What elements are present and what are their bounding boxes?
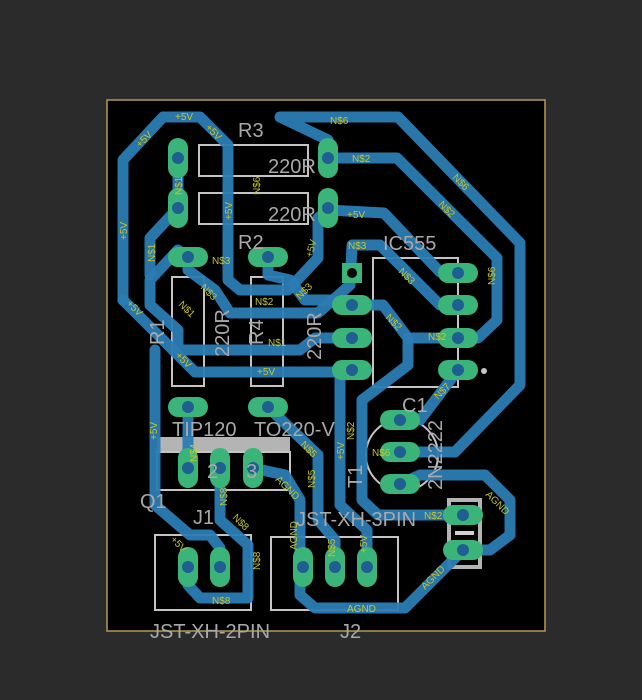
solder-pad[interactable] (168, 138, 188, 178)
solder-pad[interactable] (438, 328, 478, 348)
r4-value: 220R (304, 312, 326, 360)
net-label: N$2 (255, 297, 274, 308)
r2-value: 220R (268, 204, 316, 226)
net-label: +5V (336, 442, 347, 460)
solder-pad[interactable] (438, 360, 478, 380)
r2-outline (198, 192, 309, 225)
c1-outline (447, 498, 482, 569)
net-label: N$1 (174, 176, 185, 195)
net-label: N$4 (189, 443, 200, 462)
net-label: N$6 (372, 448, 391, 459)
net-label: +5V (347, 210, 365, 221)
j1-value: JST-XH-2PIN (150, 621, 270, 643)
net-label: N$2 (428, 332, 447, 343)
net-label: N$8 (219, 487, 230, 506)
net-label: N$1 (147, 243, 158, 262)
transistor-value: 2N2222 (425, 420, 447, 490)
q1-name: Q1 (140, 491, 167, 513)
q1-pin2-label: 2 (207, 461, 218, 483)
net-label: N$2 (424, 511, 443, 522)
solder-pad[interactable] (438, 263, 478, 283)
solder-pad[interactable] (293, 547, 313, 587)
q1-pin3-label: 3 (246, 461, 257, 483)
solder-pad[interactable] (248, 397, 288, 417)
copper-trace[interactable] (356, 332, 469, 521)
solder-pad[interactable] (243, 448, 263, 488)
net-label: N$1 (268, 338, 287, 349)
net-label: +5V (304, 238, 319, 259)
copper-trace[interactable] (117, 111, 464, 306)
copper-trace[interactable] (394, 469, 516, 556)
net-label: N$8 (252, 551, 263, 570)
solder-pad[interactable] (210, 547, 230, 587)
solder-pad[interactable] (332, 328, 372, 348)
c1-name: C1 (402, 395, 428, 417)
ic-pin1-dot (481, 368, 487, 374)
solder-pad[interactable] (332, 360, 372, 380)
net-label: +5V (119, 222, 130, 240)
net-label: +5V (149, 422, 160, 440)
j1-name: J1 (193, 507, 214, 529)
r3-value: 220R (268, 156, 316, 178)
r2-name: R2 (238, 232, 264, 254)
solder-pad[interactable] (332, 295, 372, 315)
solder-pad[interactable] (318, 138, 338, 178)
q1-package: TO220-V (254, 419, 335, 441)
solder-pad[interactable] (357, 547, 377, 587)
net-label: N$5 (327, 538, 338, 557)
net-label: N$5 (307, 469, 318, 488)
net-label: N$8 (212, 596, 231, 607)
net-label: +5V (359, 535, 370, 553)
q1-value: TIP120 (172, 419, 236, 441)
solder-pad[interactable] (178, 448, 198, 488)
solder-pad[interactable] (380, 474, 420, 494)
net-label: N$3 (212, 256, 231, 267)
net-label: N$3 (348, 241, 367, 252)
r1-value: 220R (212, 309, 234, 357)
j2-value: JST-XH-3PIN (296, 509, 416, 531)
net-label: +5V (175, 112, 193, 123)
pad-layer (168, 138, 483, 587)
solder-pad[interactable] (443, 540, 483, 560)
net-label: N$6 (330, 116, 349, 127)
solder-pad[interactable] (168, 188, 188, 228)
net-label: N$2 (352, 154, 371, 165)
solder-pad[interactable] (325, 547, 345, 587)
solder-pad[interactable] (342, 263, 362, 283)
c1-polarity-mark (455, 531, 474, 535)
solder-pad[interactable] (168, 397, 208, 417)
net-label: +5V (257, 367, 275, 378)
j2-name: J2 (340, 621, 361, 643)
r3-outline (198, 144, 309, 177)
solder-pad[interactable] (168, 247, 208, 267)
ic555-name: IC555 (383, 233, 436, 255)
transistor-name: T1 (345, 465, 367, 488)
solder-pad[interactable] (438, 295, 478, 315)
solder-pad[interactable] (248, 247, 288, 267)
solder-pad[interactable] (443, 505, 483, 525)
solder-pad[interactable] (210, 448, 230, 488)
solder-pad[interactable] (380, 410, 420, 430)
solder-pad[interactable] (318, 188, 338, 228)
copper-trace[interactable] (117, 294, 358, 378)
net-label: +5V (224, 202, 235, 220)
part-labels: R3 220R 220R R2 R1 220R R4 220R IC555 TI… (140, 120, 447, 643)
net-label: N$6 (252, 176, 263, 195)
copper-trace[interactable] (144, 152, 184, 281)
net-label: N$2 (346, 421, 357, 440)
r4-name: R4 (246, 319, 268, 345)
r1-name: R1 (147, 319, 169, 345)
net-label: N$6 (487, 266, 498, 285)
r3-name: R3 (238, 120, 264, 142)
net-label: AGND (347, 604, 376, 615)
copper-trace[interactable] (274, 111, 526, 458)
net-label: AGND (289, 521, 300, 550)
solder-pad[interactable] (178, 547, 198, 587)
ic555-outline (372, 257, 459, 388)
solder-pad[interactable] (380, 442, 420, 462)
